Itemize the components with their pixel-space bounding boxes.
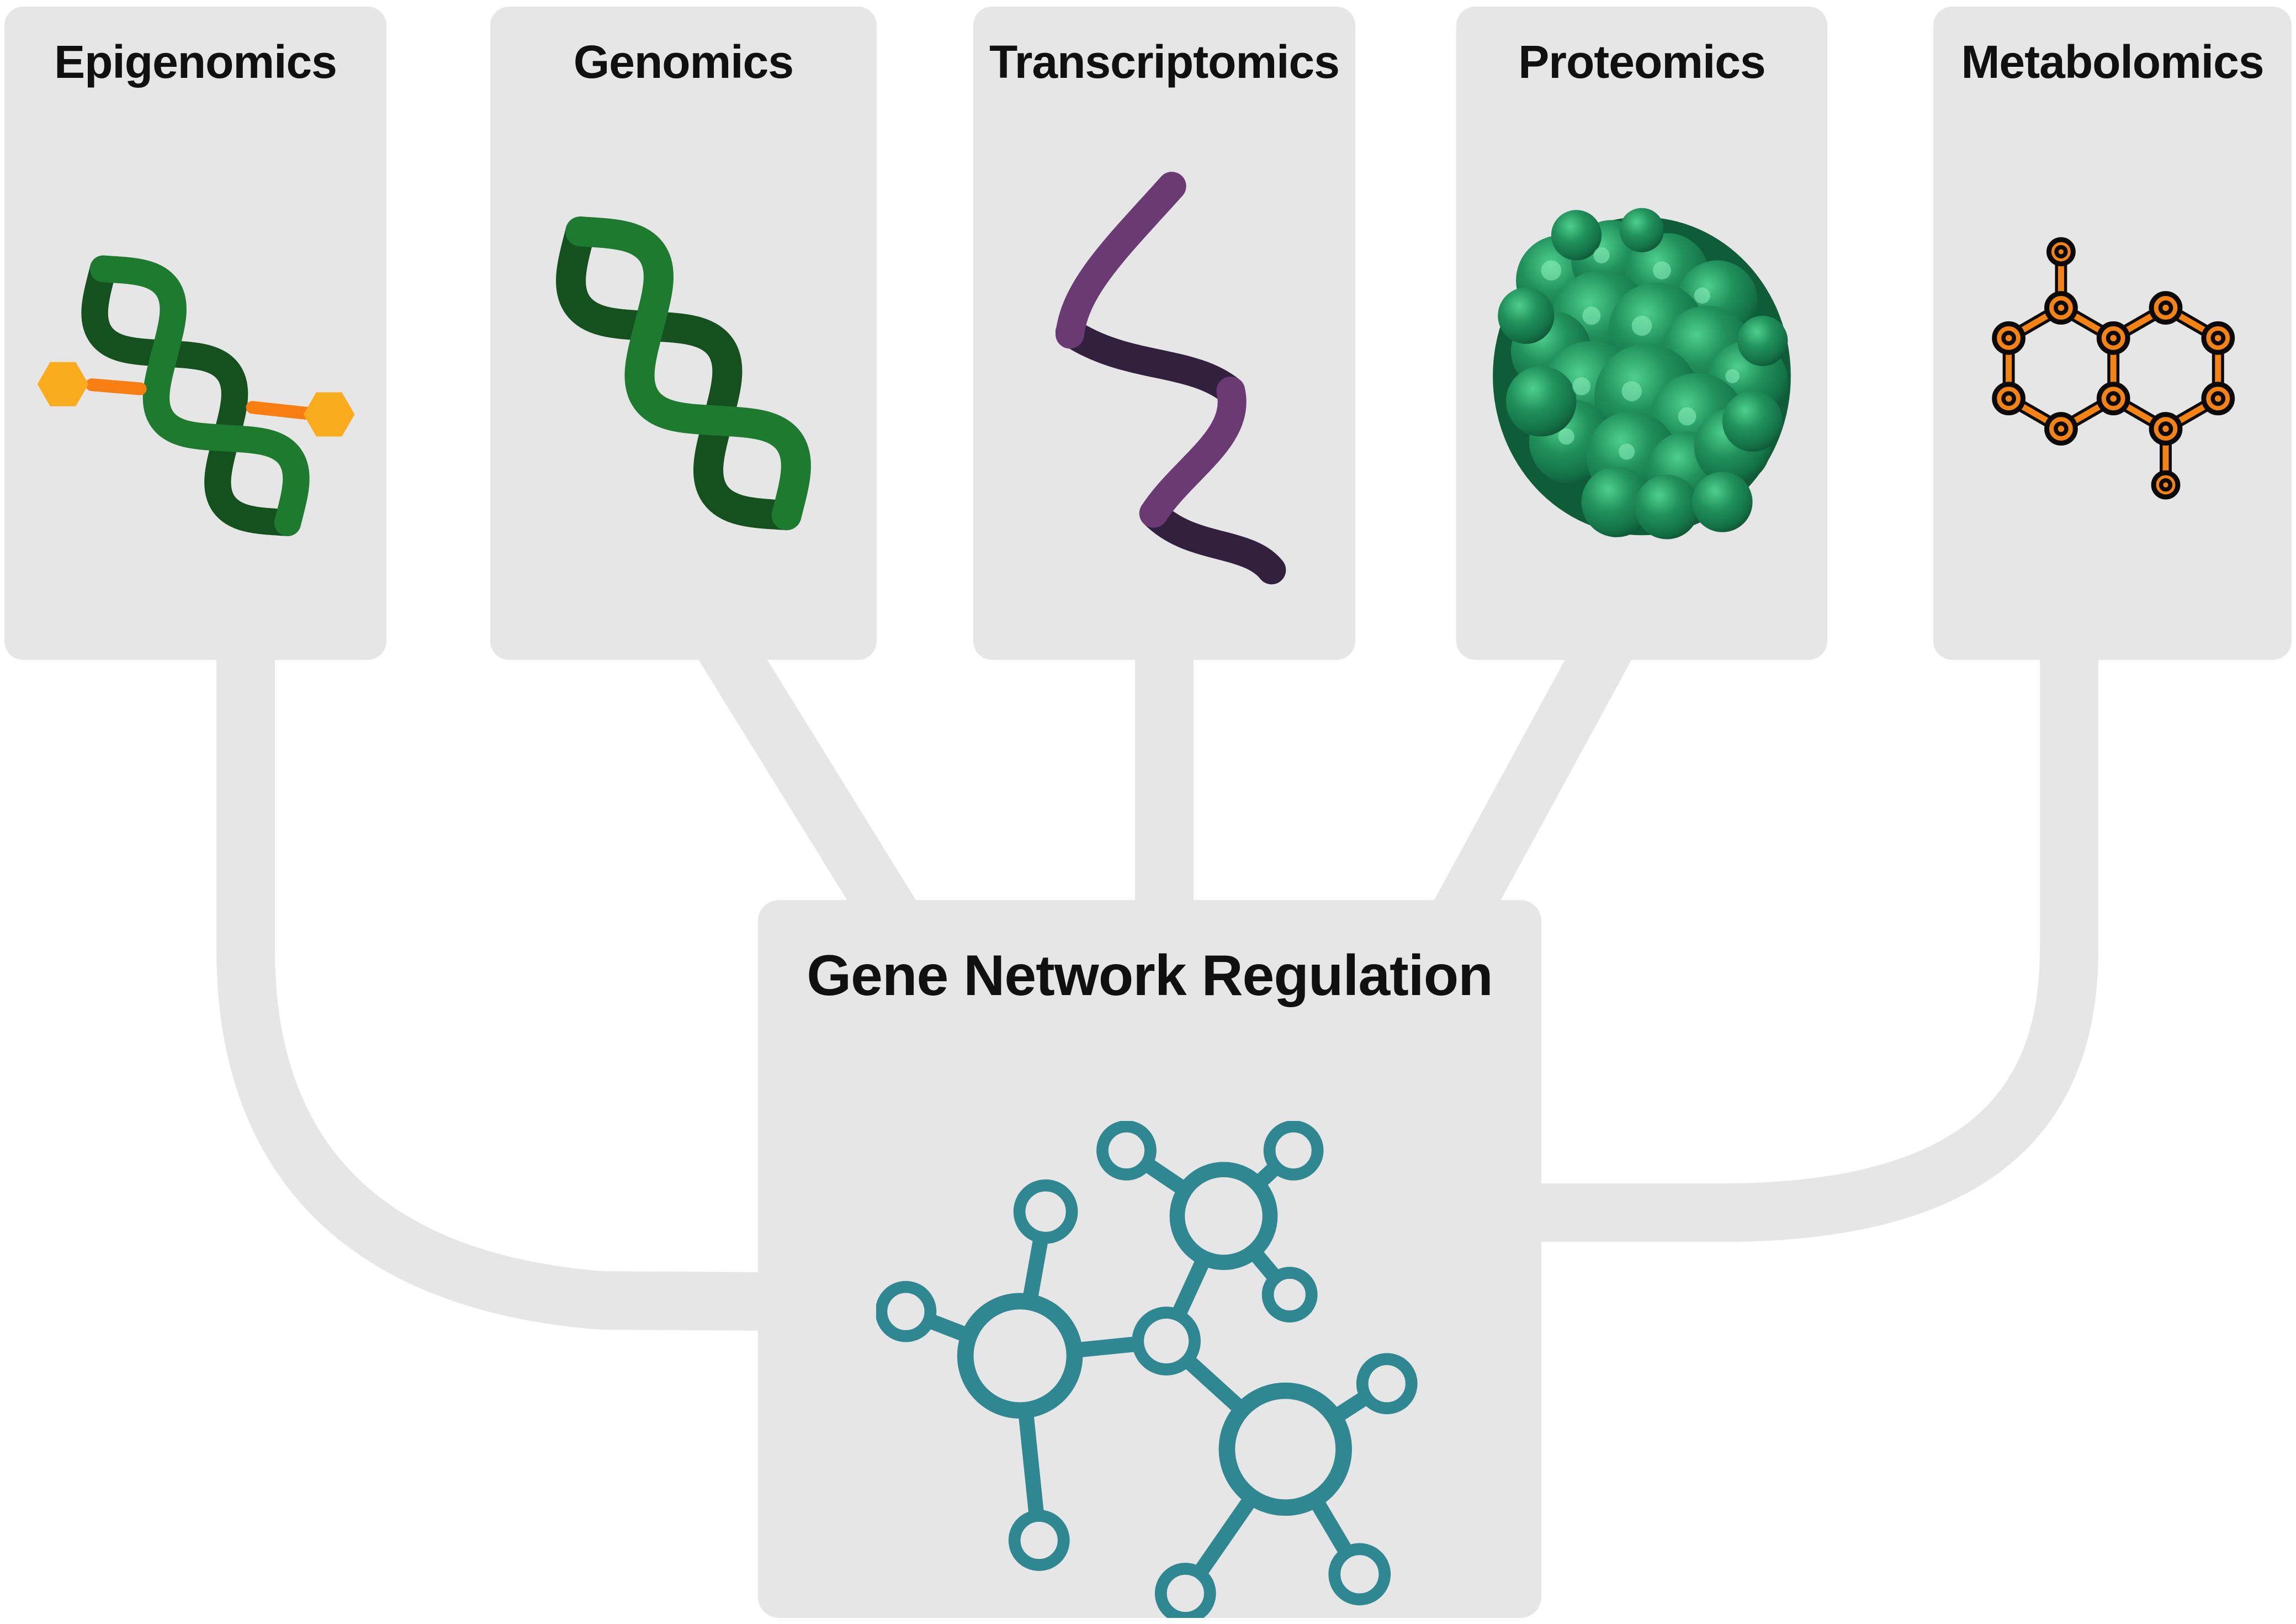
rna-ribbon-icon xyxy=(1035,170,1294,600)
transcriptomics-title: Transcriptomics xyxy=(989,36,1340,88)
connector-epigenomics xyxy=(216,580,773,1331)
omics-box-epigenomics: Epigenomics xyxy=(4,7,386,660)
metabolomics-title: Metabolomics xyxy=(1961,36,2264,88)
proteomics-title: Proteomics xyxy=(1518,36,1766,88)
connector-metabolomics xyxy=(1529,580,2098,1242)
gene-network-regulation-title: Gene Network Regulation xyxy=(807,944,1493,1008)
omics-box-transcriptomics: Transcriptomics xyxy=(973,7,1355,660)
epigenomics-title: Epigenomics xyxy=(54,36,337,88)
gene-network-icon xyxy=(876,1121,1423,1618)
omics-box-metabolomics: Metabolomics xyxy=(1933,7,2292,660)
omics-box-proteomics: Proteomics xyxy=(1456,7,1827,660)
dna-methylation-icon xyxy=(30,211,361,586)
metabolite-molecule-icon xyxy=(1983,230,2242,506)
central-box-gene-network-regulation: Gene Network Regulation xyxy=(758,900,1541,1618)
protein-structure-icon xyxy=(1476,200,1807,542)
dna-helix-icon xyxy=(518,172,849,581)
omics-box-genomics: Genomics xyxy=(490,7,877,660)
genomics-title: Genomics xyxy=(573,36,794,88)
